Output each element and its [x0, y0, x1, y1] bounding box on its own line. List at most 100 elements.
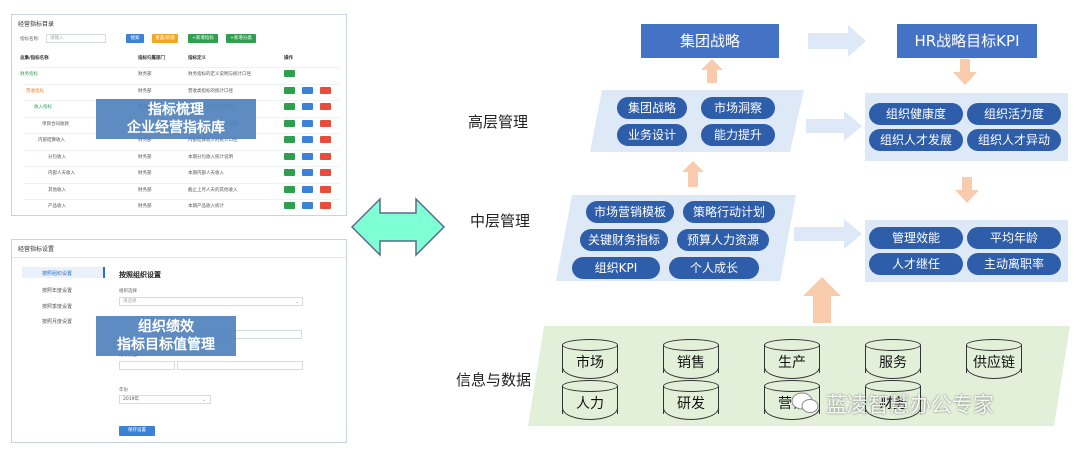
row-name: 营收指标: [26, 88, 44, 94]
row-delete-button[interactable]: [320, 169, 331, 176]
row-dept: 财务部: [138, 72, 152, 77]
group-strategy-box: 集团战略: [641, 24, 779, 58]
row-name: 其他收入: [48, 187, 66, 193]
reset-button[interactable]: 重置/新建: [152, 34, 178, 43]
level-high-label: 高层管理: [468, 113, 529, 131]
row-dept: 财务部: [138, 154, 152, 160]
row-def: 本期分包收入统计说明: [188, 154, 233, 160]
row-name: 产品收入: [48, 204, 66, 209]
org-select[interactable]: 请选择: [119, 297, 303, 306]
row-delete-button[interactable]: [320, 119, 331, 127]
cylinder-label: 服务: [879, 355, 907, 371]
row-view-button[interactable]: [284, 70, 295, 77]
cylinder-top: [865, 380, 921, 392]
row-edit-button[interactable]: [302, 152, 313, 160]
row-edit-button[interactable]: [302, 185, 313, 193]
table-row-divider: [24, 149, 340, 151]
arrow-up-top-icon: [701, 59, 723, 83]
row-delete-button[interactable]: [320, 185, 331, 193]
cylinder-label: 研发: [677, 396, 705, 412]
sidebar-item-year[interactable]: 按照年度设置: [42, 288, 73, 294]
row-view-button[interactable]: [284, 185, 295, 193]
add-indicator-button[interactable]: +新增指标: [188, 34, 218, 43]
row-edit-button[interactable]: [302, 202, 313, 209]
mid-pill: 策略行动计划: [683, 201, 775, 223]
high-pill: 市场洞察: [701, 97, 775, 119]
row-delete-button[interactable]: [320, 202, 331, 209]
chevron-down-icon: ⌄: [295, 299, 300, 305]
level-data-label: 信息与数据: [456, 371, 532, 389]
overlay-line2: 指标目标值管理: [117, 337, 215, 353]
row-view-button[interactable]: [284, 86, 295, 94]
cylinder-top: [663, 380, 719, 392]
sidebar-item-month[interactable]: 按照月度设置: [42, 319, 73, 325]
row-edit-button[interactable]: [302, 136, 313, 143]
settings-overlay-label: 组织绩效 指标目标值管理: [96, 316, 236, 356]
row-edit-button[interactable]: [302, 103, 313, 110]
row-view-button[interactable]: [284, 103, 295, 110]
chevron-down-icon: ⌄: [202, 397, 207, 403]
col-header-dept: 指标归属部门: [138, 56, 165, 61]
table-row-divider: [24, 182, 340, 184]
row-def: 营收类指标的统计口径: [188, 88, 233, 94]
search-button[interactable]: 搜索: [126, 34, 144, 43]
arrow-right-top-icon: [808, 25, 866, 57]
mid-pill: 关键财务指标: [580, 229, 668, 251]
level-mid-label: 中层管理: [470, 212, 531, 230]
row-delete-button[interactable]: [320, 152, 331, 160]
mid-pill: 个人成长: [669, 257, 759, 279]
row-delete-button[interactable]: [320, 136, 331, 143]
row-edit-button[interactable]: [302, 86, 313, 94]
kpi-mid-pill: 人才继任: [869, 253, 963, 275]
kpi-mid-pill: 平均年龄: [967, 227, 1061, 249]
row-dept: 财务部: [138, 138, 152, 143]
row-name: 内部人天收入: [48, 171, 75, 176]
cylinder-top: [966, 339, 1022, 351]
row-dept: 财务部: [138, 204, 152, 209]
indicator-catalog-screenshot: 经营指标目录 指标名称: 请输入 搜索 重置/新建 +新增指标 +新增分类 总集…: [11, 14, 347, 216]
row-view-button[interactable]: [284, 202, 295, 209]
high-pill: 业务设计: [617, 124, 687, 146]
add-category-button[interactable]: +新增分类: [226, 34, 256, 43]
arrow-right-high-icon: [806, 111, 862, 141]
wechat-icon: [790, 390, 820, 416]
row-view-button[interactable]: [284, 119, 295, 127]
row-edit-button[interactable]: [302, 119, 313, 127]
org-label: 组织选择: [119, 289, 137, 294]
row-name: 财务指标: [20, 72, 38, 77]
table-row-divider: [24, 166, 340, 167]
year-select[interactable]: 2019年: [119, 395, 211, 404]
type-input-a[interactable]: [119, 361, 175, 370]
row-delete-button[interactable]: [320, 86, 331, 94]
cylinder-top: [562, 339, 618, 351]
high-pill: 集团战略: [617, 97, 687, 119]
search-input[interactable]: 请输入: [46, 34, 106, 43]
col-header-name: 总集/指标名称: [20, 56, 49, 61]
sidebar-item-org[interactable]: [22, 267, 104, 278]
type-input-b[interactable]: [177, 361, 303, 370]
col-header-def: 指标定义: [188, 56, 206, 61]
sidebar-item-quarter[interactable]: 按照季度设置: [42, 304, 73, 310]
watermark-text: 蓝凌智慧办公专家: [826, 393, 994, 417]
row-edit-button[interactable]: [302, 169, 313, 176]
sidebar-active-marker: [103, 267, 105, 278]
mid-pill: 组织KPI: [572, 257, 660, 279]
catalog-overlay-label: 指标梳理 企业经营指标库: [96, 99, 256, 139]
row-dept: 财务部: [138, 187, 152, 193]
row-def: 内部结算收入的统计口径: [188, 138, 238, 143]
save-settings-button[interactable]: 保存设置: [119, 426, 155, 436]
data-source-cylinder: 人力: [562, 380, 618, 420]
cylinder-label: 市场: [576, 355, 604, 371]
kpi-high-pill: 组织健康度: [869, 103, 963, 125]
arrow-up-mid-icon: [682, 161, 704, 187]
row-view-button[interactable]: [284, 169, 295, 176]
cylinder-label: 财务: [879, 396, 907, 412]
panel-title: 按照组织设置: [119, 271, 161, 279]
arrow-down-mid-icon: [955, 177, 979, 203]
row-delete-button[interactable]: [320, 103, 331, 110]
row-view-button[interactable]: [284, 152, 295, 160]
arrow-right-mid-icon: [794, 219, 862, 249]
overlay-line1: 组织绩效: [138, 319, 194, 335]
row-view-button[interactable]: [284, 136, 295, 143]
row-def: 财务指标的定义说明与统计口径: [188, 72, 251, 77]
